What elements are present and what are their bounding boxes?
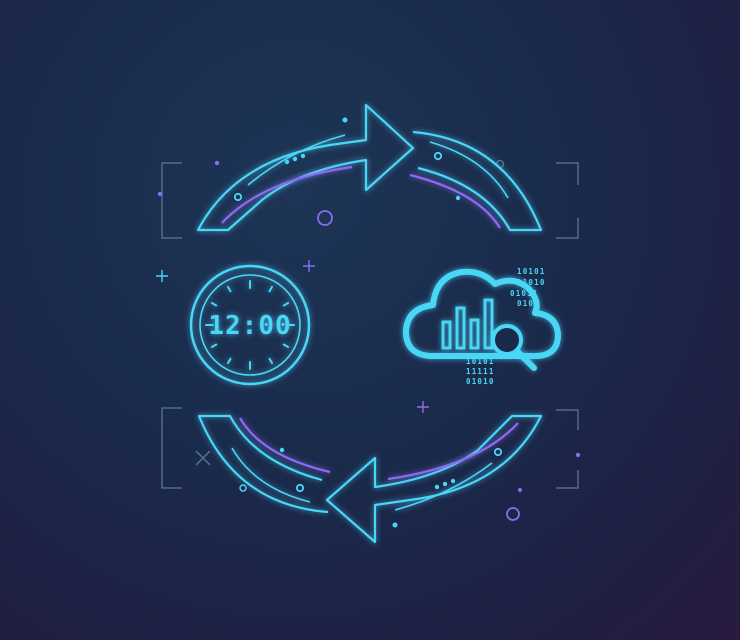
binary-bottom: 10101 11111 01010 (466, 357, 495, 386)
svg-text:11111: 11111 (466, 367, 495, 376)
top-arrow-accent (221, 165, 501, 229)
top-arrow-icon (196, 103, 543, 232)
clock-icon: 12:00 (189, 264, 311, 386)
clock-tick (227, 285, 232, 293)
bracket-top-right (556, 162, 579, 239)
bar-chart-icon (441, 298, 494, 350)
svg-text:01011: 01011 (510, 289, 539, 298)
plus-icon (303, 260, 315, 272)
cross-icon (195, 450, 211, 466)
svg-text:10101: 10101 (517, 267, 546, 276)
svg-text:0101: 0101 (517, 299, 540, 308)
plus-icon (156, 270, 168, 282)
clock-tick (268, 357, 273, 365)
clock-tick (282, 302, 290, 307)
clock-time: 12:00 (208, 311, 291, 341)
ring-dot (506, 507, 520, 521)
bottom-arrow-accent (239, 417, 519, 481)
clock-tick (210, 343, 218, 348)
decorations (156, 159, 581, 521)
top-arrow-nodes (233, 117, 461, 202)
plus-icon (417, 401, 429, 413)
bracket-top-left (161, 162, 182, 239)
clock-tick (268, 285, 273, 293)
bottom-arrow-icon (197, 414, 543, 544)
bracket-bottom-right (556, 409, 579, 489)
bottom-arrow-nodes (239, 447, 503, 528)
binary-top: 10101 11010 01011 0101 (510, 267, 546, 308)
bracket-bottom-left (161, 407, 182, 489)
clock-tick (210, 302, 218, 307)
svg-text:10101: 10101 (466, 357, 495, 366)
corner-brackets (161, 162, 579, 489)
cloud-analytics-icon (402, 268, 561, 359)
clock-tick (227, 357, 232, 365)
ring-dot (317, 210, 333, 226)
clock-tick (282, 343, 290, 348)
svg-text:01010: 01010 (466, 377, 495, 386)
magnifier-icon (491, 324, 537, 371)
svg-text:11010: 11010 (517, 278, 546, 287)
